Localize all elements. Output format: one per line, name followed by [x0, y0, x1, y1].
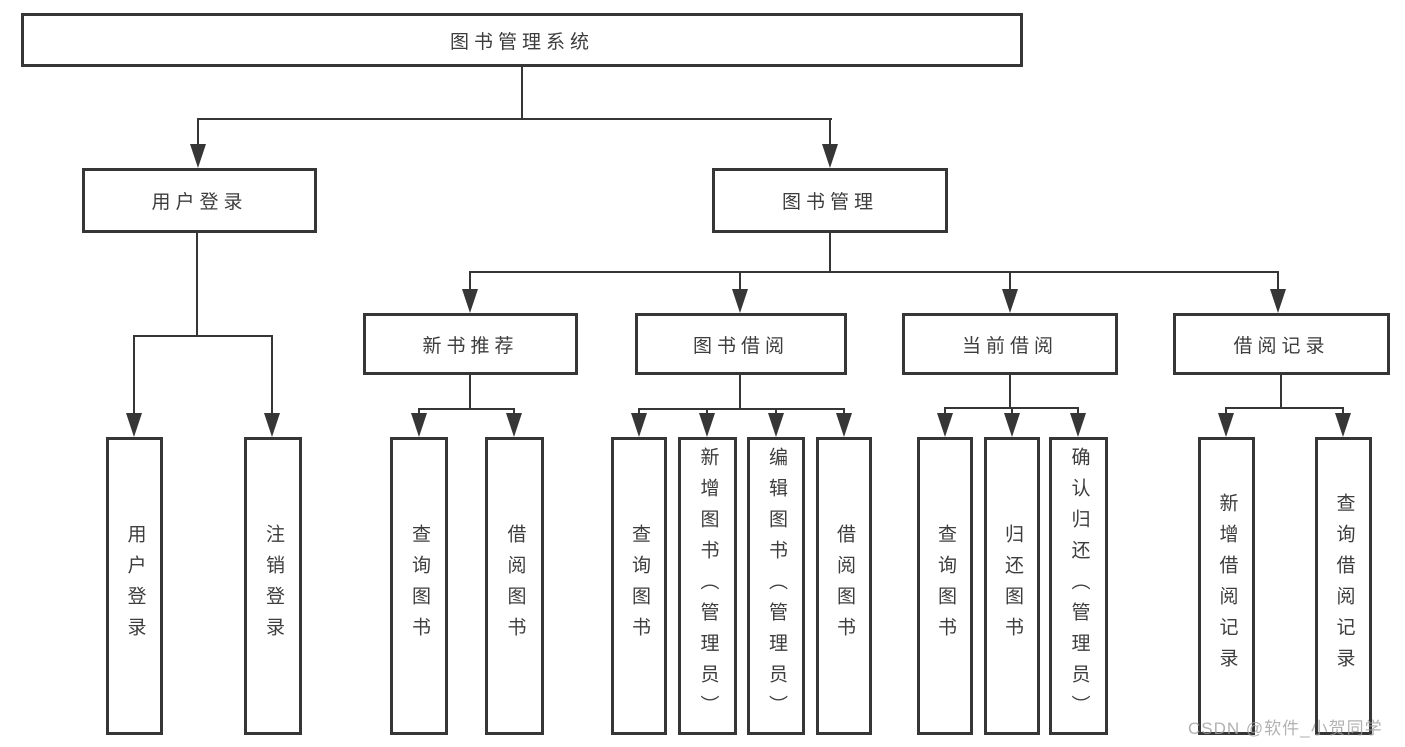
leaf-query-borrow-record: 查询借阅记录	[1315, 437, 1372, 735]
arrow-down-icon	[1270, 289, 1286, 313]
arrow-down-icon	[768, 413, 784, 437]
node-book-borrow: 图书借阅	[635, 313, 847, 375]
arrow-down-icon	[732, 289, 748, 313]
connector-line	[1009, 271, 1011, 289]
leaf-borrow-query-books: 查询图书	[611, 437, 667, 735]
leaf-newbook-query-books: 查询图书	[390, 437, 448, 735]
leaf-user-login: 用户登录	[106, 437, 163, 735]
connector-line	[843, 408, 845, 413]
connector-line	[469, 271, 471, 289]
leaf-current-query-books-label: 查询图书	[934, 524, 956, 648]
arrow-down-icon	[126, 413, 142, 437]
leaf-borrow-query-books-label: 查询图书	[628, 524, 650, 648]
leaf-return-books-label: 归还图书	[1001, 524, 1023, 648]
arrow-down-icon	[1335, 413, 1351, 437]
connector-line	[1225, 407, 1227, 413]
leaf-add-books-admin-label: 新增图书（管理员）	[697, 446, 719, 726]
connector-line	[133, 335, 135, 413]
connector-line	[271, 335, 273, 413]
node-book-borrow-label: 图书借阅	[692, 335, 789, 357]
connector-line	[513, 408, 515, 413]
connector-line	[133, 335, 273, 337]
arrow-down-icon	[1004, 413, 1020, 437]
connector-line	[418, 408, 515, 410]
leaf-newbook-borrow-books-label: 借阅图书	[504, 524, 526, 648]
arrow-down-icon	[822, 144, 838, 168]
connector-line	[638, 408, 845, 410]
connector-line	[1277, 271, 1279, 289]
node-current-borrow: 当前借阅	[902, 313, 1118, 375]
connector-line	[739, 375, 741, 408]
node-book-management: 图书管理	[712, 168, 948, 233]
connector-line	[418, 408, 420, 413]
node-new-book-recommend: 新书推荐	[363, 313, 578, 375]
leaf-borrow-books: 借阅图书	[816, 437, 872, 735]
node-current-borrow-label: 当前借阅	[961, 335, 1058, 357]
connector-line	[521, 67, 523, 118]
connector-line	[739, 271, 741, 289]
leaf-current-query-books: 查询图书	[917, 437, 973, 735]
arrow-down-icon	[264, 413, 280, 437]
connector-line	[1280, 375, 1282, 407]
node-borrow-record: 借阅记录	[1173, 313, 1390, 375]
connector-line	[1225, 407, 1344, 409]
connector-line	[197, 118, 199, 146]
leaf-newbook-query-books-label: 查询图书	[408, 524, 430, 648]
leaf-add-books-admin: 新增图书（管理员）	[678, 437, 737, 735]
leaf-query-borrow-record-label: 查询借阅记录	[1333, 493, 1355, 679]
leaf-add-borrow-record: 新增借阅记录	[1198, 437, 1255, 735]
arrow-down-icon	[1218, 413, 1234, 437]
connector-line	[1342, 407, 1344, 413]
connector-line	[1009, 375, 1011, 407]
connector-line	[775, 408, 777, 413]
leaf-edit-books-admin-label: 编辑图书（管理员）	[765, 446, 787, 726]
connector-line	[944, 407, 946, 413]
connector-line	[706, 408, 708, 413]
leaf-logout-label: 注销登录	[262, 524, 284, 648]
leaf-add-borrow-record-label: 新增借阅记录	[1216, 493, 1238, 679]
node-new-book-recommend-label: 新书推荐	[422, 335, 519, 357]
node-user-login-label: 用户登录	[151, 192, 248, 213]
arrow-down-icon	[506, 413, 522, 437]
node-borrow-record-label: 借阅记录	[1233, 335, 1330, 357]
node-book-management-label: 图书管理	[781, 192, 878, 213]
arrow-down-icon	[699, 413, 715, 437]
leaf-logout: 注销登录	[244, 437, 302, 735]
node-root-label: 图书管理系统	[449, 31, 594, 53]
leaf-borrow-books-label: 借阅图书	[833, 524, 855, 648]
leaf-edit-books-admin: 编辑图书（管理员）	[747, 437, 805, 735]
connector-line	[638, 408, 640, 413]
arrow-down-icon	[631, 413, 647, 437]
leaf-return-books: 归还图书	[984, 437, 1040, 735]
arrow-down-icon	[836, 413, 852, 437]
connector-line	[1077, 407, 1079, 413]
connector-line	[197, 118, 832, 120]
arrow-down-icon	[411, 413, 427, 437]
node-user-login: 用户登录	[82, 168, 317, 233]
connector-line	[469, 271, 1279, 273]
arrow-down-icon	[1070, 413, 1086, 437]
leaf-confirm-return-admin: 确认归还（管理员）	[1049, 437, 1108, 735]
connector-line	[1011, 407, 1013, 413]
leaf-confirm-return-admin-label: 确认归还（管理员）	[1068, 446, 1090, 726]
arrow-down-icon	[462, 289, 478, 313]
arrow-down-icon	[190, 144, 206, 168]
arrow-down-icon	[1002, 289, 1018, 313]
arrow-down-icon	[937, 413, 953, 437]
node-root: 图书管理系统	[21, 13, 1023, 67]
leaf-newbook-borrow-books: 借阅图书	[485, 437, 544, 735]
connector-line	[829, 233, 831, 271]
leaf-user-login-label: 用户登录	[124, 524, 146, 648]
connector-line	[196, 233, 198, 335]
connector-line	[829, 118, 831, 146]
csdn-watermark: CSDN @软件_小贺同学	[1188, 719, 1383, 738]
connector-line	[469, 375, 471, 408]
